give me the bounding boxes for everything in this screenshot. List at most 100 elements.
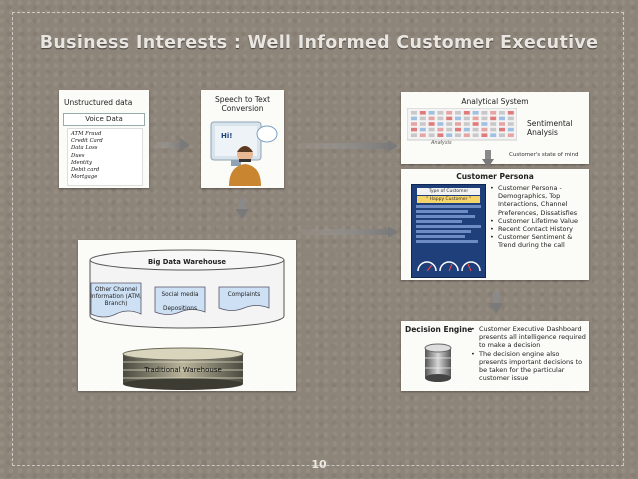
grid-cell bbox=[446, 111, 453, 115]
grid-cell bbox=[507, 116, 514, 121]
grid-cell bbox=[507, 127, 514, 132]
grid-cell bbox=[411, 122, 417, 126]
grid-cell bbox=[411, 111, 417, 115]
grid-cell bbox=[428, 111, 435, 115]
analytical-system-panel: Analytical System Analysis Sentimental A… bbox=[401, 92, 589, 164]
slide-frame bbox=[12, 12, 624, 466]
customer-dashboard-image: Type of Customer " Happy Customer " bbox=[411, 184, 486, 278]
grid-cell bbox=[411, 133, 417, 137]
grid-cell bbox=[455, 111, 461, 115]
grid-cell bbox=[472, 116, 479, 121]
unstructured-data-title: Unstructured data bbox=[64, 98, 133, 107]
big-data-warehouse-title: Big Data Warehouse bbox=[148, 258, 226, 266]
grid-cell bbox=[437, 133, 444, 137]
grid-cell bbox=[411, 116, 417, 121]
speech-to-text-title: Speech to Text Conversion bbox=[214, 95, 271, 113]
speech-to-text-panel: Speech to Text Conversion Hi! bbox=[201, 90, 284, 188]
state-of-mind-label: Customer's state of mind bbox=[509, 152, 579, 158]
grid-cell bbox=[507, 133, 514, 137]
grid-cell bbox=[463, 133, 470, 137]
traditional-warehouse-label: Traditional Warehouse bbox=[144, 366, 222, 374]
grid-cell bbox=[463, 116, 470, 121]
grid-cell bbox=[419, 133, 426, 137]
grid-cell bbox=[411, 127, 417, 132]
grid-cell bbox=[499, 122, 505, 126]
complaints-label: Complaints bbox=[227, 292, 261, 298]
grid-cell bbox=[446, 127, 453, 132]
doc-line: Debit card bbox=[71, 167, 100, 174]
analysis-grid-chart-icon bbox=[407, 108, 517, 141]
grid-cell bbox=[428, 133, 435, 137]
speech-bubble-text: Hi! bbox=[221, 132, 233, 140]
grid-cell bbox=[455, 116, 461, 121]
decision-engine-panel: Decision Engine Customer Executive Dashb… bbox=[401, 321, 589, 391]
doc-line: Identity bbox=[71, 159, 92, 166]
arrow-down-decision-icon bbox=[489, 292, 503, 314]
dashboard-card-title: Type of Customer bbox=[417, 188, 480, 195]
grid-cell bbox=[437, 127, 444, 132]
analysis-caption: Analysis bbox=[431, 140, 452, 146]
customer-persona-panel: Customer Persona Type of Customer " Happ… bbox=[401, 169, 589, 280]
grid-cell bbox=[481, 133, 488, 137]
grid-cell bbox=[490, 116, 497, 121]
grid-cell bbox=[490, 133, 497, 137]
grid-cell bbox=[455, 122, 461, 126]
grid-cell bbox=[455, 133, 461, 137]
decision-bullet: Customer Executive Dashboard presents al… bbox=[471, 325, 586, 350]
grid-cell bbox=[419, 127, 426, 132]
slide-title: Business Interests : Well Informed Custo… bbox=[39, 33, 599, 53]
grid-cell bbox=[419, 111, 426, 115]
grid-cell bbox=[437, 122, 444, 126]
grid-cell bbox=[472, 127, 479, 132]
grid-cell bbox=[481, 127, 488, 132]
big-data-warehouse-panel: Big Data Warehouse Other Channel Informa… bbox=[78, 240, 296, 391]
grid-cell bbox=[507, 111, 514, 115]
grid-cell bbox=[455, 127, 461, 132]
persona-bullet: Customer Persona - Demographics, Top Int… bbox=[490, 184, 587, 217]
dashboard-card-subtitle: " Happy Customer " bbox=[417, 196, 480, 203]
arrow-right-3-icon bbox=[298, 226, 398, 238]
decision-bullet-list: Customer Executive Dashboard presents al… bbox=[471, 325, 586, 382]
doc-line: Data Loss bbox=[71, 145, 98, 152]
traditional-warehouse-disks-icon bbox=[122, 347, 244, 390]
grid-cell bbox=[499, 116, 505, 121]
grid-cell bbox=[499, 111, 505, 115]
grid-cell bbox=[446, 133, 453, 137]
doc-line: Dues bbox=[71, 152, 85, 159]
grid-cell bbox=[472, 133, 479, 137]
sentimental-analysis-label: Sentimental Analysis bbox=[527, 119, 573, 137]
grid-cell bbox=[499, 133, 505, 137]
customer-persona-title: Customer Persona bbox=[456, 172, 534, 181]
page-number: 10 bbox=[311, 458, 327, 471]
social-media-label: Social media bbox=[161, 292, 199, 298]
decision-engine-database-icon bbox=[424, 343, 452, 382]
grid-cell bbox=[437, 116, 444, 121]
grid-cell bbox=[481, 111, 488, 115]
grid-cell bbox=[481, 116, 488, 121]
persona-bullet: Customer Sentiment & Trend during the ca… bbox=[490, 233, 587, 249]
other-channel-doc-icon bbox=[90, 282, 142, 318]
grid-cell bbox=[437, 111, 444, 115]
grid-cell bbox=[428, 127, 435, 132]
voice-data-label: Voice Data bbox=[63, 113, 145, 126]
arrow-right-2-icon bbox=[298, 140, 398, 152]
social-media-doc-icon bbox=[154, 286, 206, 315]
grid-cell bbox=[419, 116, 426, 121]
grid-cell bbox=[419, 122, 426, 126]
grid-cell bbox=[446, 122, 453, 126]
grid-cell bbox=[463, 127, 470, 132]
decision-bullet: The decision engine also presents import… bbox=[471, 350, 586, 383]
grid-cell bbox=[490, 127, 497, 132]
grid-cell bbox=[499, 127, 505, 132]
depositions-label: Depositions bbox=[162, 306, 197, 312]
grid-cell bbox=[463, 122, 470, 126]
doc-line: Mortgage bbox=[71, 174, 98, 181]
complaints-doc-icon bbox=[218, 286, 270, 311]
grid-cell bbox=[463, 111, 470, 115]
grid-cell bbox=[507, 122, 514, 126]
grid-cell bbox=[490, 122, 497, 126]
grid-cell bbox=[472, 111, 479, 115]
arrow-down-state-icon bbox=[482, 150, 494, 168]
